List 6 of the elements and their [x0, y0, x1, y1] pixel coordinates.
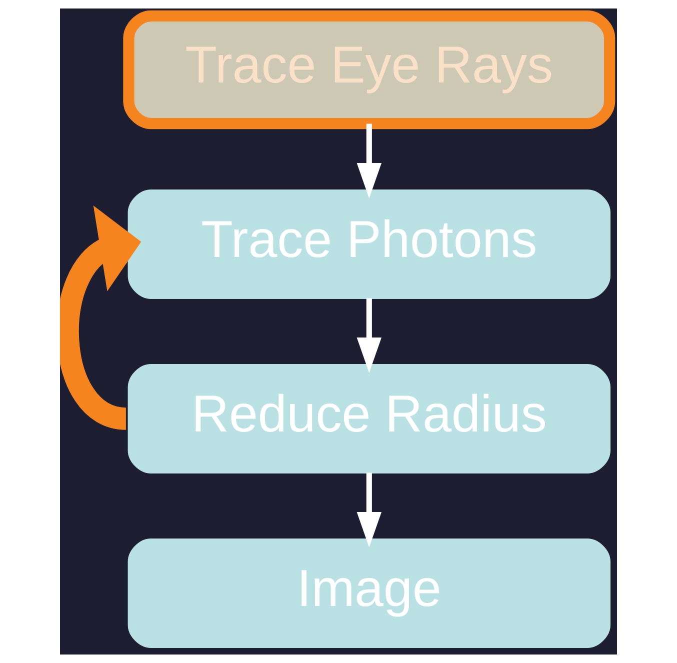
arrow — [356, 298, 382, 373]
arrow — [356, 472, 382, 548]
node-box: Trace Photons — [128, 189, 610, 299]
arrow — [356, 124, 382, 198]
node-box: Reduce Radius — [128, 364, 610, 474]
node-box: Image — [128, 538, 610, 648]
